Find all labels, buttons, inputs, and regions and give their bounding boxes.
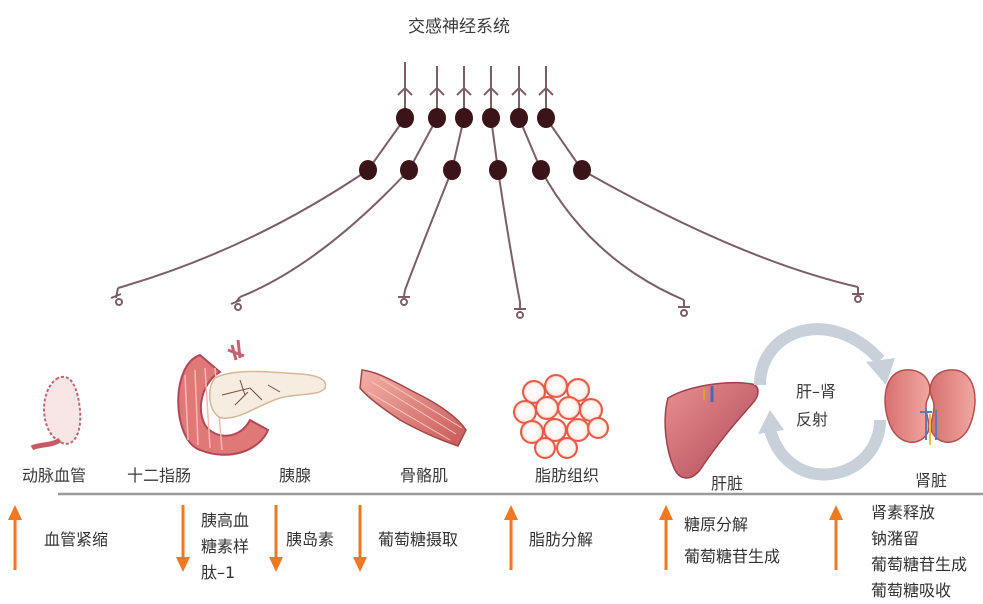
up-arrow-icon [504, 505, 518, 570]
reflex-label-line2: 反射 [796, 406, 828, 430]
down-arrow-icon [269, 505, 283, 572]
cycle-arrowhead-icon [758, 410, 784, 434]
adipose-tissue-icon [514, 375, 608, 458]
effect-line: 胰岛素 [286, 527, 334, 553]
effect-pancreas: 胰岛素 [286, 527, 334, 553]
effect-line: 糖原分解 [684, 512, 780, 538]
diagram-title: 交感神经系统 [408, 12, 510, 37]
pancreas-icon [210, 372, 326, 419]
organ-label-artery: 动脉血管 [22, 462, 86, 486]
upper-ganglion-cell [396, 108, 414, 128]
effect-kidney: 肾素释放 钠潴留 葡萄糖苷生成 葡萄糖吸收 [871, 500, 967, 604]
up-arrow-icon [8, 505, 22, 570]
up-arrow-icon [659, 505, 673, 570]
upper-ganglion-cell [428, 108, 446, 128]
effect-line: 葡萄糖摄取 [378, 527, 458, 553]
effect-liver: 糖原分解 葡萄糖苷生成 [684, 512, 780, 570]
lower-ganglion-cell [573, 160, 591, 180]
organ-label-fat: 脂肪组织 [535, 462, 599, 486]
organ-label-duodenum: 十二指肠 [127, 462, 191, 486]
ganglion-cells [359, 108, 591, 180]
artery-icon [32, 377, 80, 448]
down-arrow-icon [353, 505, 367, 572]
lower-ganglion-cell [443, 160, 461, 180]
liver-icon [665, 383, 758, 478]
effect-fat: 脂肪分解 [529, 527, 593, 553]
upper-ganglion-cell [482, 108, 500, 128]
effect-artery: 血管紧缩 [44, 527, 108, 553]
dendrite-tops [398, 62, 553, 118]
effect-duodenum: 胰高血 糖素样 肽–1 [201, 508, 249, 586]
effect-line: 葡萄糖苷生成 [684, 544, 780, 570]
effect-line: 肾素释放 [871, 500, 967, 526]
effect-line: 肽–1 [201, 560, 249, 586]
lower-ganglion-cell [400, 160, 418, 180]
effect-line: 糖素样 [201, 534, 249, 560]
effect-line: 钠潴留 [871, 526, 967, 552]
skeletal-muscle-icon [360, 370, 466, 446]
kidney-icon [885, 370, 975, 445]
organ-label-muscle: 骨骼肌 [400, 462, 448, 486]
up-arrow-icon [829, 505, 843, 570]
down-arrow-icon [176, 505, 190, 572]
effect-line: 血管紧缩 [44, 527, 108, 553]
sympathetic-neuron-network [111, 62, 864, 318]
nerve-terminals [111, 287, 864, 318]
organ-label-kidney: 肾脏 [915, 467, 947, 491]
effect-line: 脂肪分解 [529, 527, 593, 553]
effect-line: 葡萄糖吸收 [871, 578, 967, 604]
lower-ganglion-cell [489, 160, 507, 180]
organ-label-pancreas: 胰腺 [279, 462, 311, 486]
reflex-label-line1: 肝–肾 [796, 378, 836, 402]
upper-ganglion-cell [510, 108, 528, 128]
effect-muscle: 葡萄糖摄取 [378, 527, 458, 553]
lower-ganglion-cell [532, 160, 550, 180]
effect-line: 葡萄糖苷生成 [871, 552, 967, 578]
upper-ganglion-cell [455, 108, 473, 128]
upper-ganglion-cell [537, 108, 555, 128]
lower-ganglion-cell [359, 160, 377, 180]
effect-line: 胰高血 [201, 508, 249, 534]
postganglionic-fibers [118, 170, 858, 302]
organ-label-liver: 肝脏 [711, 470, 743, 494]
